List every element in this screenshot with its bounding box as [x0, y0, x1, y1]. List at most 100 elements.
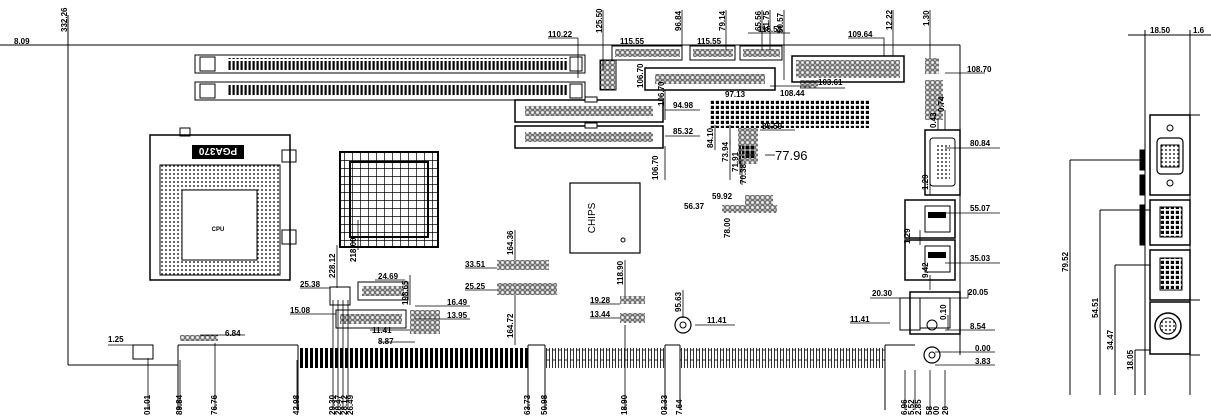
dim-18-90: 18.90 [620, 394, 629, 415]
dim-29-30: 29.30 [328, 394, 337, 415]
dim-35-03: 35.03 [970, 254, 991, 263]
dim-84-10: 84.10 [706, 127, 715, 148]
heatsink-northbridge [339, 151, 439, 248]
mid-headers [132, 260, 921, 360]
dim-9-42: 9.42 [921, 262, 930, 278]
dim-85-32: 85.32 [673, 127, 694, 136]
dim-118-90: 118.90 [616, 260, 625, 285]
dim-00: 00 [932, 406, 941, 415]
dim-94-98: 94.98 [673, 101, 694, 110]
dim-20-05: 20.05 [968, 288, 989, 297]
bottom-dimension-labels: 01.01 89.84 76.76 42.98 29.30 28.47 28.1… [143, 394, 950, 415]
dim-77-96: 77.96 [775, 148, 808, 163]
dim-56-37: 56.37 [684, 202, 705, 211]
dim-7-64: 7.64 [675, 399, 684, 415]
dim-0-43: 0.43 [929, 112, 938, 128]
dim-108-44: 108.44 [780, 89, 805, 98]
lan-port-1 [904, 199, 956, 239]
dim-5-52: 5.52 [907, 399, 916, 415]
dim-1-29-a: 1.29 [921, 174, 930, 190]
dim-65-56: 65.56 [754, 10, 763, 31]
dim-95-63: 95.63 [674, 291, 683, 312]
dim-1-30: 1.30 [922, 10, 931, 26]
dim-25-25: 25.25 [465, 282, 486, 291]
dim-1-25: 1.25 [108, 335, 124, 344]
dim-25-38: 25.38 [300, 280, 321, 289]
dim-78-00: 78.00 [723, 217, 732, 238]
dim-8-87: 8.87 [378, 337, 394, 346]
dim-76-76: 76.76 [210, 394, 219, 415]
dim-11-41-c: 11.41 [850, 315, 870, 324]
chips-label: CHIPS [587, 202, 598, 233]
dim-1-29-b: 1.29 [903, 228, 912, 244]
dim-2-85: 2.85 [914, 399, 923, 415]
dim-198-65: 198.65 [401, 280, 410, 305]
dim-106-70-b: 106.70 [651, 155, 660, 180]
ide-connector-1 [514, 96, 664, 123]
dim-228-12: 228.12 [328, 253, 337, 278]
dim-16-49: 16.49 [447, 298, 468, 307]
dim-11-41-b: 11.41 [707, 316, 727, 325]
dim-6-96: 6.96 [900, 399, 909, 415]
dim-20: 20 [941, 406, 950, 415]
cpu-label: CPU [212, 227, 225, 233]
dim-110-22: 110.22 [548, 30, 573, 39]
dim-79-14: 79.14 [718, 10, 727, 31]
dim-115-55-b: 115.55 [697, 37, 722, 46]
top-headers [599, 45, 783, 91]
dim-0-10: 0.10 [939, 304, 948, 320]
side-view-labels: 18.50 1.6 79.52 54.51 34.47 18.05 [1061, 26, 1205, 370]
dim-34-47: 34.47 [1106, 329, 1115, 350]
dim-79-52: 79.52 [1061, 251, 1070, 272]
dim-106-70-top: 106.70 [657, 81, 666, 106]
dim-164-72: 164.72 [506, 313, 515, 338]
side-view [1069, 30, 1211, 395]
dim-58: 58 [925, 406, 934, 415]
dim-109-64: 109.64 [848, 30, 873, 39]
chips-ic: CHIPS [569, 182, 641, 254]
dim-55-07: 55.07 [970, 204, 991, 213]
dim-164-36: 164.36 [506, 230, 515, 255]
dim-1-6: 1.6 [1193, 26, 1205, 35]
dim-61-75: 61.75 [762, 10, 771, 31]
leader-lines [108, 10, 1000, 410]
dim-13-44: 13.44 [590, 310, 611, 319]
dim-50-57: 50.57 [776, 12, 785, 33]
dim-54-51: 54.51 [1091, 297, 1100, 318]
dim-80-84: 80.84 [970, 139, 991, 148]
dim-26-49: 26.49 [346, 394, 355, 415]
dim-15-08: 15.08 [290, 306, 311, 315]
dim-89-84: 89.84 [175, 394, 184, 415]
dim-332-26: 332.26 [60, 7, 69, 32]
vga-port [924, 129, 961, 196]
dim-42-98: 42.98 [292, 394, 301, 415]
socket-label: PGA370 [198, 145, 237, 156]
dim-97-13: 97.13 [725, 90, 746, 99]
pga370-socket: PGA370 CPU [149, 127, 297, 281]
dim-18-05: 18.05 [1126, 349, 1135, 370]
dimension-labels: 8.09 332.26 110.22 125.50 96.84 79.14 65… [14, 7, 992, 366]
dim-11-41-a: 11.41 [372, 326, 392, 335]
dim-86-59: 86.59 [762, 122, 783, 131]
dim-3-83: 3.83 [975, 357, 991, 366]
dim-13-95: 13.95 [447, 311, 468, 320]
dim-12-22: 12.22 [885, 9, 894, 30]
lan-port-2 [904, 239, 956, 281]
dim-50-98: 50.98 [540, 394, 549, 415]
dim-103-61: 103.61 [818, 78, 843, 87]
ram-socket-2 [194, 81, 586, 101]
dim-28-12: 28.12 [340, 394, 349, 415]
dim-108-70-a: 108.70 [967, 65, 992, 74]
dim-73-94: 73.94 [721, 141, 730, 162]
dim-63-73: 63.73 [523, 394, 532, 415]
dim-59-92: 59.92 [712, 192, 733, 201]
dim-18-50: 18.50 [1150, 26, 1171, 35]
dim-106-70-a: 106.70 [636, 63, 645, 88]
dim-70-38: 70.38 [739, 163, 748, 184]
dim-8-54: 8.54 [970, 322, 986, 331]
dim-96-84: 96.84 [674, 10, 683, 31]
dim-24-69: 24.69 [378, 272, 399, 281]
ram-socket-1 [194, 54, 586, 74]
